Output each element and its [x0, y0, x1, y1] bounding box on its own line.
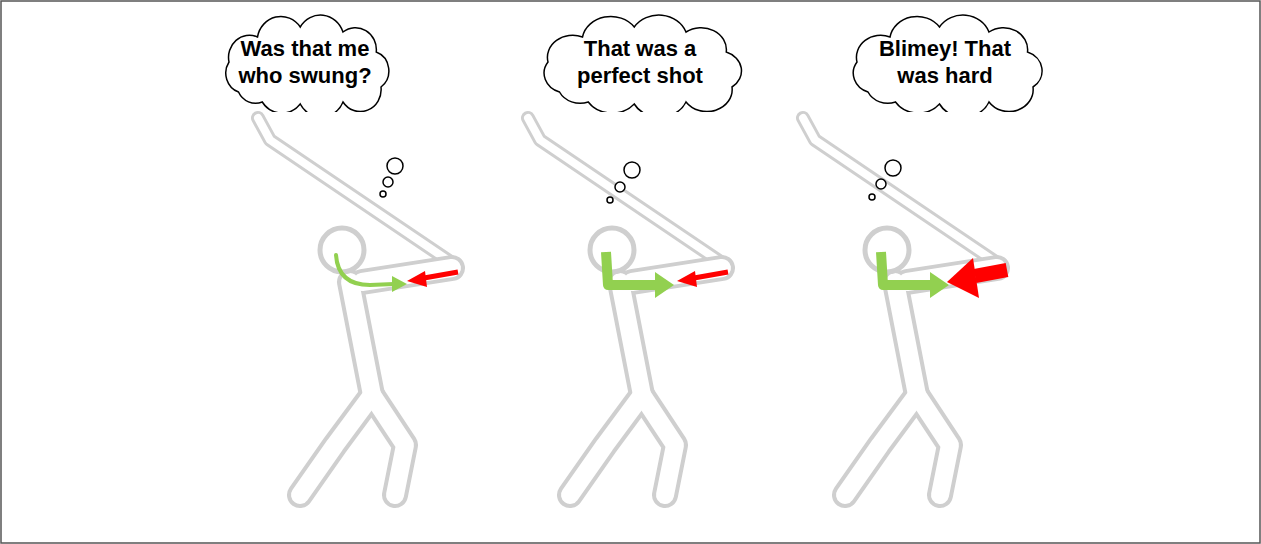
thought-cloud: Blimey! That was hard [835, 12, 1055, 112]
red-arrow [677, 271, 728, 287]
thought-cloud: Was that me who swung? [210, 12, 400, 112]
golfer-figure [258, 118, 455, 495]
red-arrow [947, 258, 1007, 298]
green-arrow [881, 252, 949, 298]
golfer-figure [803, 118, 1000, 495]
green-arrow [606, 252, 674, 298]
thought-text: That was a perfect shot [565, 35, 715, 89]
cloud-outline [835, 12, 1055, 112]
cloud-outline [210, 12, 400, 112]
thought-text: Blimey! That was hard [870, 35, 1020, 89]
thought-cloud: That was a perfect shot [525, 12, 755, 112]
thought-bubbles [380, 158, 901, 203]
golfer-figure [528, 118, 725, 495]
green-arrow [336, 255, 407, 292]
cloud-outline [525, 12, 755, 112]
red-arrow [407, 271, 458, 287]
thought-text: Was that me who swung? [230, 35, 380, 89]
